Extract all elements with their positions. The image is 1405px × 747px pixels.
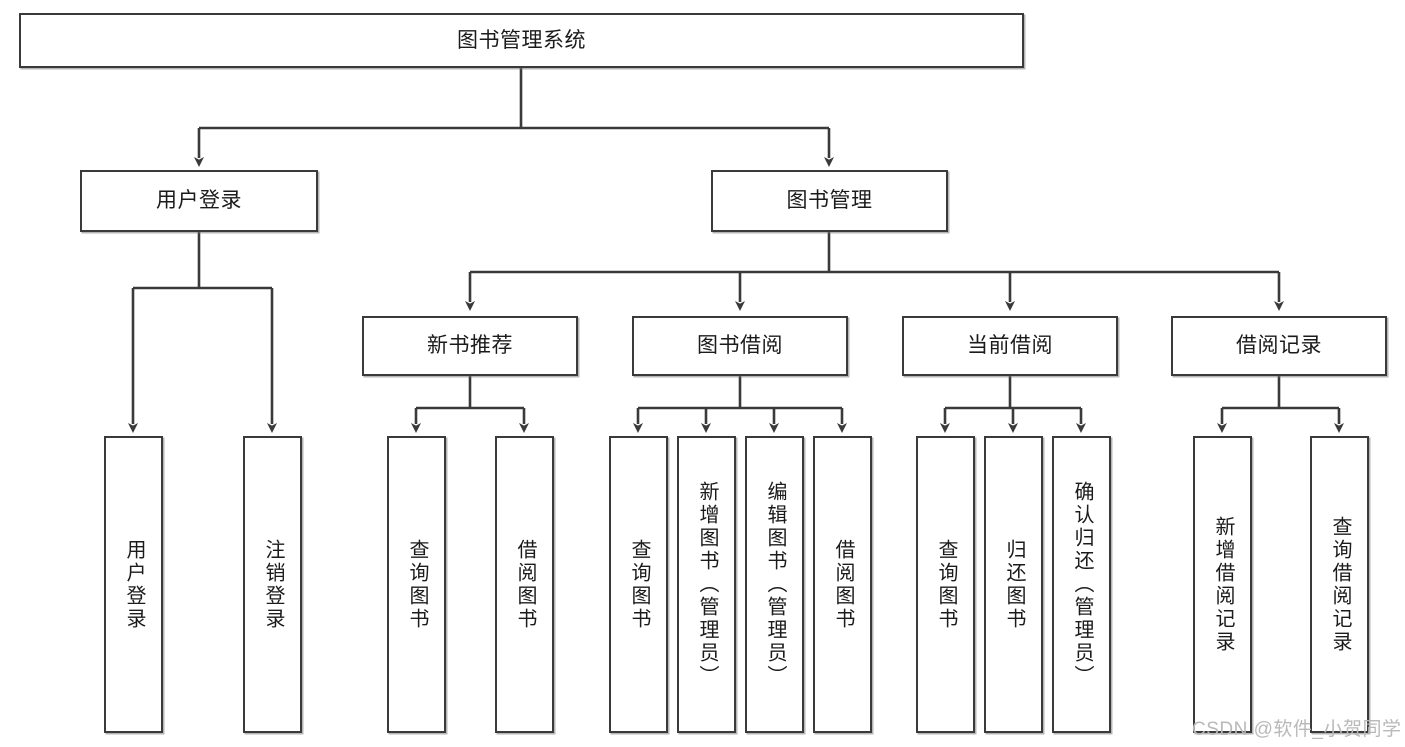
node-book-manage[interactable]: 图书管理 bbox=[711, 170, 948, 232]
node-book-borrow[interactable]: 图书借阅 bbox=[632, 316, 848, 376]
node-leaf-return-book[interactable]: 归还图书 bbox=[984, 436, 1043, 733]
node-label: 注销登录 bbox=[262, 538, 284, 631]
node-leaf-logout-login[interactable]: 注销登录 bbox=[243, 436, 302, 733]
node-label: 编辑图书（管理员） bbox=[764, 481, 786, 688]
node-leaf-add-borrow-record[interactable]: 新增借阅记录 bbox=[1193, 436, 1252, 733]
node-leaf-confirm-return[interactable]: 确认归还（管理员） bbox=[1052, 436, 1111, 733]
node-label: 用户登录 bbox=[156, 189, 242, 213]
csdn-watermark: CSDN @软件_小贺同学 bbox=[1192, 719, 1402, 740]
node-label: 确认归还（管理员） bbox=[1071, 481, 1093, 688]
node-label: 新书推荐 bbox=[427, 334, 513, 358]
node-book-management-system[interactable]: 图书管理系统 bbox=[19, 13, 1024, 68]
node-label: 查询图书 bbox=[628, 538, 650, 631]
node-label: 查询图书 bbox=[935, 538, 957, 631]
node-label: 借阅图书 bbox=[832, 538, 854, 631]
node-label: 当前借阅 bbox=[967, 334, 1053, 358]
node-new-book-recommend[interactable]: 新书推荐 bbox=[362, 316, 578, 376]
node-label: 查询借阅记录 bbox=[1329, 515, 1351, 654]
node-leaf-borrow-book-1[interactable]: 借阅图书 bbox=[495, 436, 554, 733]
node-label: 图书管理系统 bbox=[457, 28, 586, 52]
node-leaf-query-borrow-record[interactable]: 查询借阅记录 bbox=[1310, 436, 1369, 733]
node-label: 归还图书 bbox=[1003, 538, 1025, 631]
node-leaf-query-book-2[interactable]: 查询图书 bbox=[609, 436, 668, 733]
node-current-borrow[interactable]: 当前借阅 bbox=[902, 316, 1118, 376]
node-label: 新增借阅记录 bbox=[1212, 515, 1234, 654]
node-label: 新增图书（管理员） bbox=[696, 481, 718, 688]
node-leaf-query-book-1[interactable]: 查询图书 bbox=[387, 436, 446, 733]
node-user-login[interactable]: 用户登录 bbox=[80, 170, 318, 232]
node-label: 图书借阅 bbox=[697, 334, 783, 358]
node-label: 借阅图书 bbox=[514, 538, 536, 631]
node-leaf-edit-book[interactable]: 编辑图书（管理员） bbox=[745, 436, 804, 733]
node-label: 图书管理 bbox=[786, 189, 873, 213]
node-label: 借阅记录 bbox=[1236, 334, 1322, 358]
node-label: 用户登录 bbox=[123, 538, 145, 631]
node-leaf-add-book[interactable]: 新增图书（管理员） bbox=[677, 436, 736, 733]
node-leaf-borrow-book-2[interactable]: 借阅图书 bbox=[813, 436, 872, 733]
node-leaf-user-login[interactable]: 用户登录 bbox=[104, 436, 163, 733]
node-leaf-query-book-3[interactable]: 查询图书 bbox=[916, 436, 975, 733]
node-borrow-record[interactable]: 借阅记录 bbox=[1171, 316, 1387, 376]
node-label: 查询图书 bbox=[406, 538, 428, 631]
